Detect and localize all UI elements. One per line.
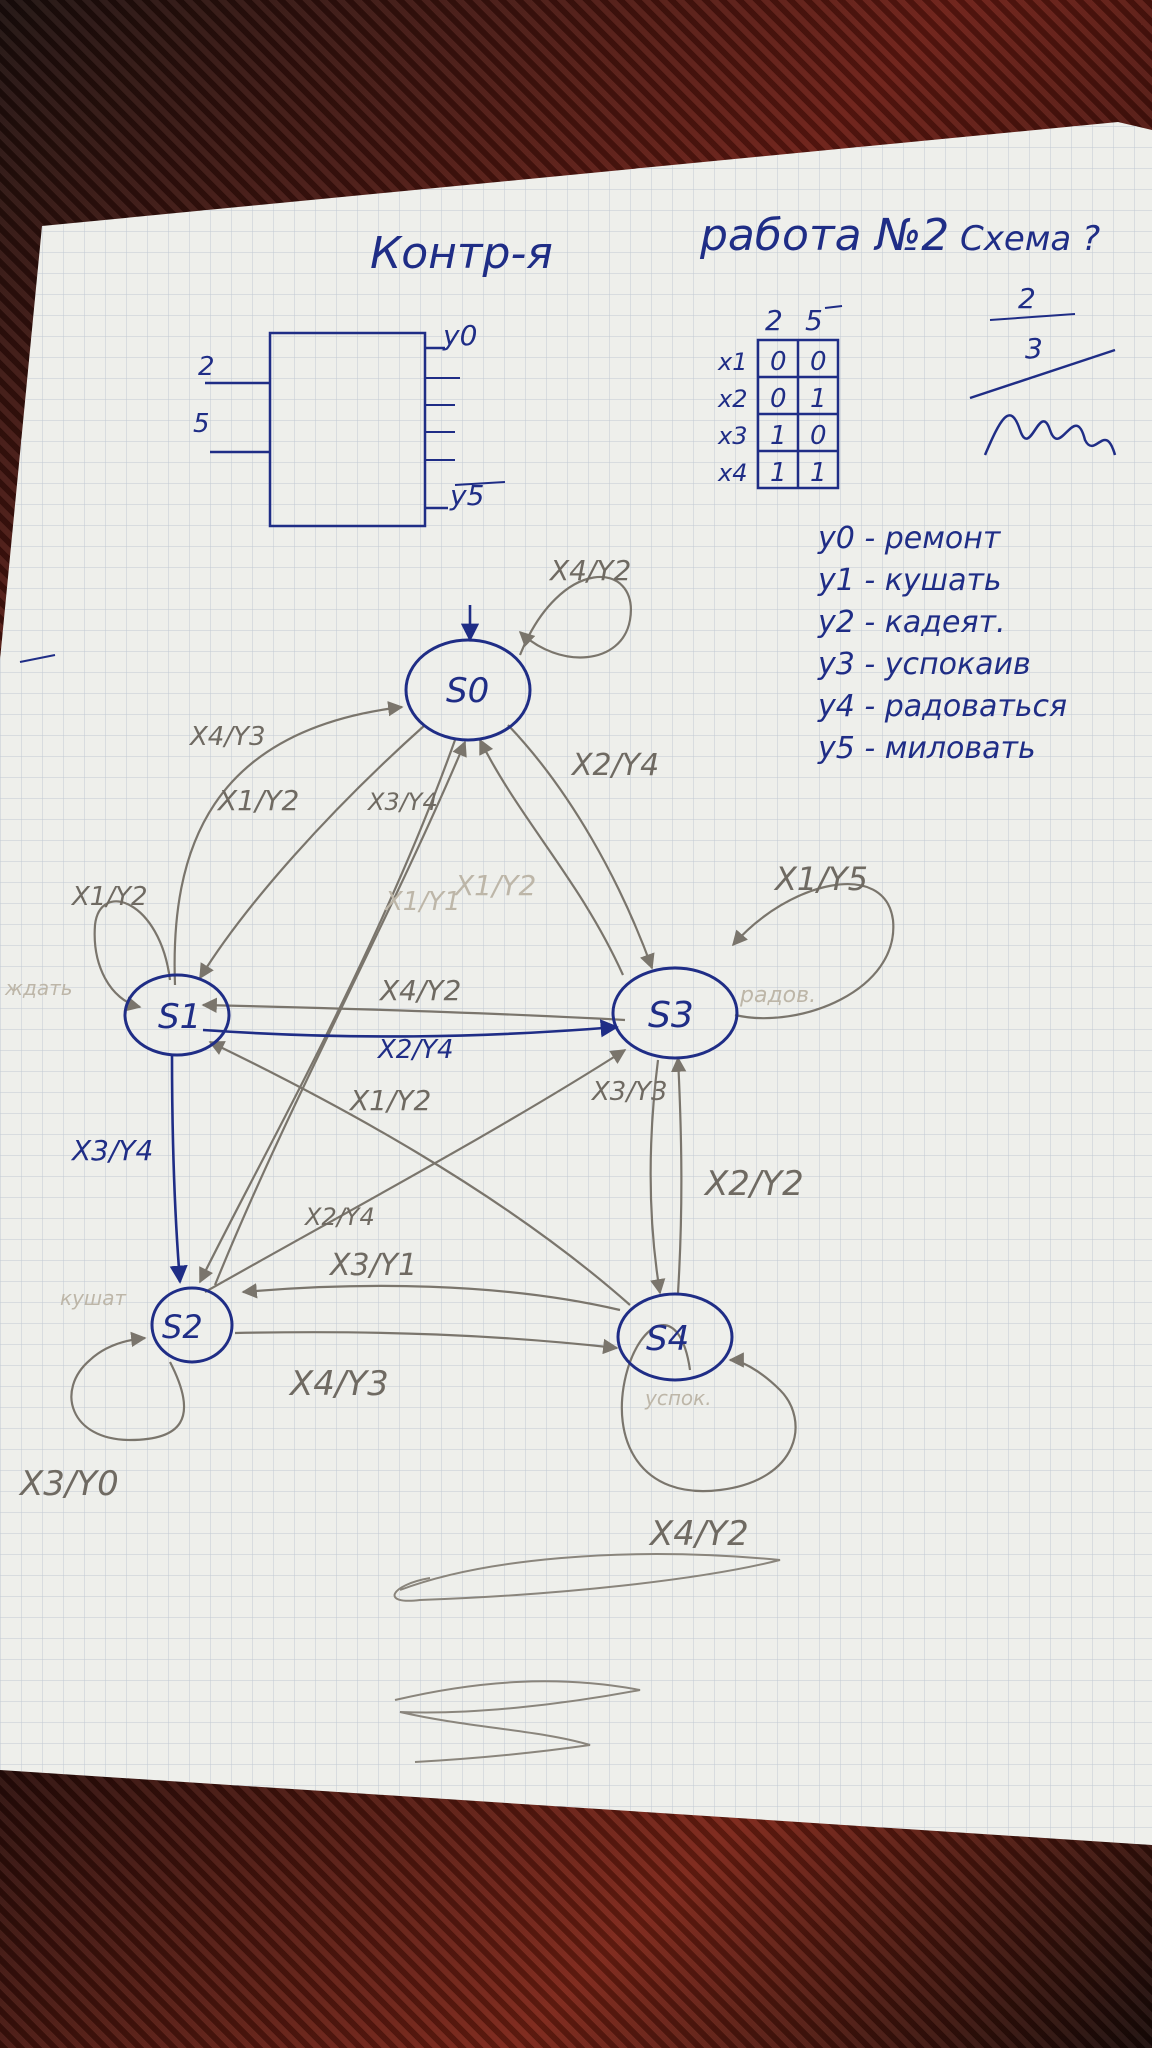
- scribble-bottom-1: [393, 1553, 781, 1602]
- edge-s1-s0: [173, 701, 404, 986]
- table-cell: 1: [770, 421, 787, 451]
- table-row-label: x3: [717, 422, 747, 450]
- label-s3-s1: X4/Y2: [378, 974, 461, 1007]
- legend-item: y1 - кушать: [817, 563, 1002, 598]
- legend-item: y4 - радоваться: [817, 689, 1067, 724]
- label-s3-s0: X1/Y2: [453, 869, 536, 902]
- label-s4-self: X4/Y2: [648, 1514, 749, 1554]
- label-s1-s0: X4/Y3: [188, 722, 266, 752]
- state-s1-label: S1: [158, 997, 201, 1037]
- state-s4: [616, 1292, 734, 1382]
- legend-item: y0 - ремонт: [817, 521, 1002, 556]
- state-s1: [123, 973, 231, 1057]
- edge-s3-s1: [201, 997, 626, 1022]
- legend-item: y5 - миловать: [817, 731, 1036, 766]
- state-graph: S0 S1 S2 S3 S4 X4/Y2 X4/Y3 X1/Y2 X3/Y4 X…: [4, 554, 895, 1763]
- label-s0-s2: X3/Y4: [366, 788, 438, 816]
- label-s2-s4: X4/Y3: [288, 1364, 389, 1404]
- label-s0-s1: X1/Y2: [216, 784, 299, 817]
- edge-s1-s2: [169, 1054, 188, 1284]
- edge-s3-self: [731, 883, 895, 1020]
- label-s0-self: X4/Y2: [548, 554, 631, 587]
- edge-s2-s4: [234, 1331, 619, 1355]
- block-input-2: 2: [198, 352, 215, 382]
- svg-text:2: 2: [1018, 282, 1036, 315]
- edge-s4-s2: [241, 1283, 621, 1312]
- state-s4-label: S4: [646, 1319, 689, 1359]
- edge-s4-self: [620, 1324, 797, 1493]
- state-s2-label: S2: [162, 1308, 203, 1346]
- note-near-s1: ждать: [4, 976, 73, 1000]
- block-output-y0: y0: [442, 319, 477, 352]
- note-near-s3: радов.: [739, 983, 816, 1008]
- label-s4-s2: X3/Y1: [328, 1248, 417, 1283]
- label-s1-s2: X3/Y4: [70, 1134, 153, 1167]
- table-col-5: 5: [805, 304, 823, 337]
- edge-s2-self: [70, 1331, 186, 1442]
- state-s3: [611, 966, 739, 1060]
- edge-s2-s3: [204, 1049, 627, 1293]
- title-part2: работа №2: [699, 210, 949, 261]
- edge-s0-s1: [199, 724, 426, 980]
- table-cell: 0: [810, 421, 827, 451]
- state-s3-label: S3: [648, 995, 694, 1036]
- margin-mark: [19, 654, 56, 663]
- label-s4-s3: X2/Y2: [703, 1164, 804, 1204]
- label-s4-s1: X1/Y2: [348, 1084, 431, 1117]
- edge-s2-s0: [213, 740, 467, 1286]
- table-cell: 1: [810, 458, 827, 488]
- legend-item: y3 - успокаив: [817, 647, 1031, 682]
- label-s2-s3: X2/Y4: [303, 1203, 375, 1231]
- label-s3-self: X1/Y5: [773, 860, 868, 898]
- table-row-label: x1: [717, 348, 747, 376]
- label-s0-s3: X2/Y4: [570, 748, 659, 783]
- edge-s4-s1: [208, 1041, 631, 1306]
- fraction-note: 2 3: [969, 282, 1117, 456]
- edge-s0-self: [518, 575, 632, 659]
- edge-s1-self: [93, 900, 172, 1012]
- title-part1: Контр-я: [370, 228, 553, 279]
- table-row-label: x2: [717, 385, 747, 413]
- edge-s1-s3: [202, 1019, 619, 1038]
- edge-s4-s3: [670, 1056, 687, 1294]
- edge-s0-s2: [199, 739, 457, 1284]
- state-s2: [150, 1286, 234, 1364]
- legend-item: y2 - кадеят.: [817, 605, 1006, 640]
- encoding-table: 2 5 x1 0 0 x2 0 1 x3 1 0 x4 1 1: [717, 304, 843, 490]
- table-cell: 1: [810, 384, 827, 414]
- block-input-5: 5: [193, 409, 210, 439]
- note-near-s4: успок.: [644, 1386, 712, 1410]
- state-s0-label: S0: [446, 671, 489, 711]
- edge-s3-s0: [479, 738, 625, 976]
- title-corner: Схема ?: [960, 219, 1100, 259]
- block-diagram: 2 5 y0 y5: [193, 319, 506, 528]
- output-legend: y0 - ремонт y1 - кушать y2 - кадеят. y3 …: [817, 521, 1067, 766]
- table-cell: 1: [770, 458, 787, 488]
- svg-text:3: 3: [1025, 332, 1043, 365]
- table-cell: 0: [770, 384, 787, 414]
- state-s0: [404, 638, 532, 742]
- label-s1-self: X1/Y2: [70, 882, 148, 912]
- table-col-2: 2: [765, 304, 783, 337]
- scribble-bottom-2: [394, 1680, 641, 1763]
- table-cell: 0: [770, 347, 787, 377]
- table-row-label: x4: [717, 459, 747, 487]
- note-near-s2: кушат: [60, 1286, 127, 1310]
- edge-s3-s4: [649, 1059, 666, 1295]
- table-cell: 0: [810, 347, 827, 377]
- label-s1-s3: X2/Y4: [376, 1035, 454, 1065]
- label-s3-s4: X3/Y3: [590, 1077, 668, 1107]
- edge-s0-s3: [507, 724, 655, 970]
- label-s2-self: X3/Y0: [18, 1464, 119, 1504]
- label-s2-s0: X1/Y1: [383, 887, 461, 917]
